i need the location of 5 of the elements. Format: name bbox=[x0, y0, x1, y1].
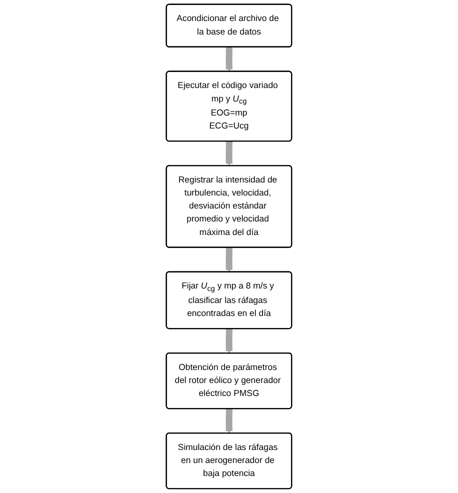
arrow bbox=[226, 246, 233, 272]
arrow bbox=[226, 408, 233, 434]
arrow bbox=[226, 140, 233, 166]
arrow bbox=[226, 46, 233, 72]
arrow bbox=[226, 328, 233, 354]
